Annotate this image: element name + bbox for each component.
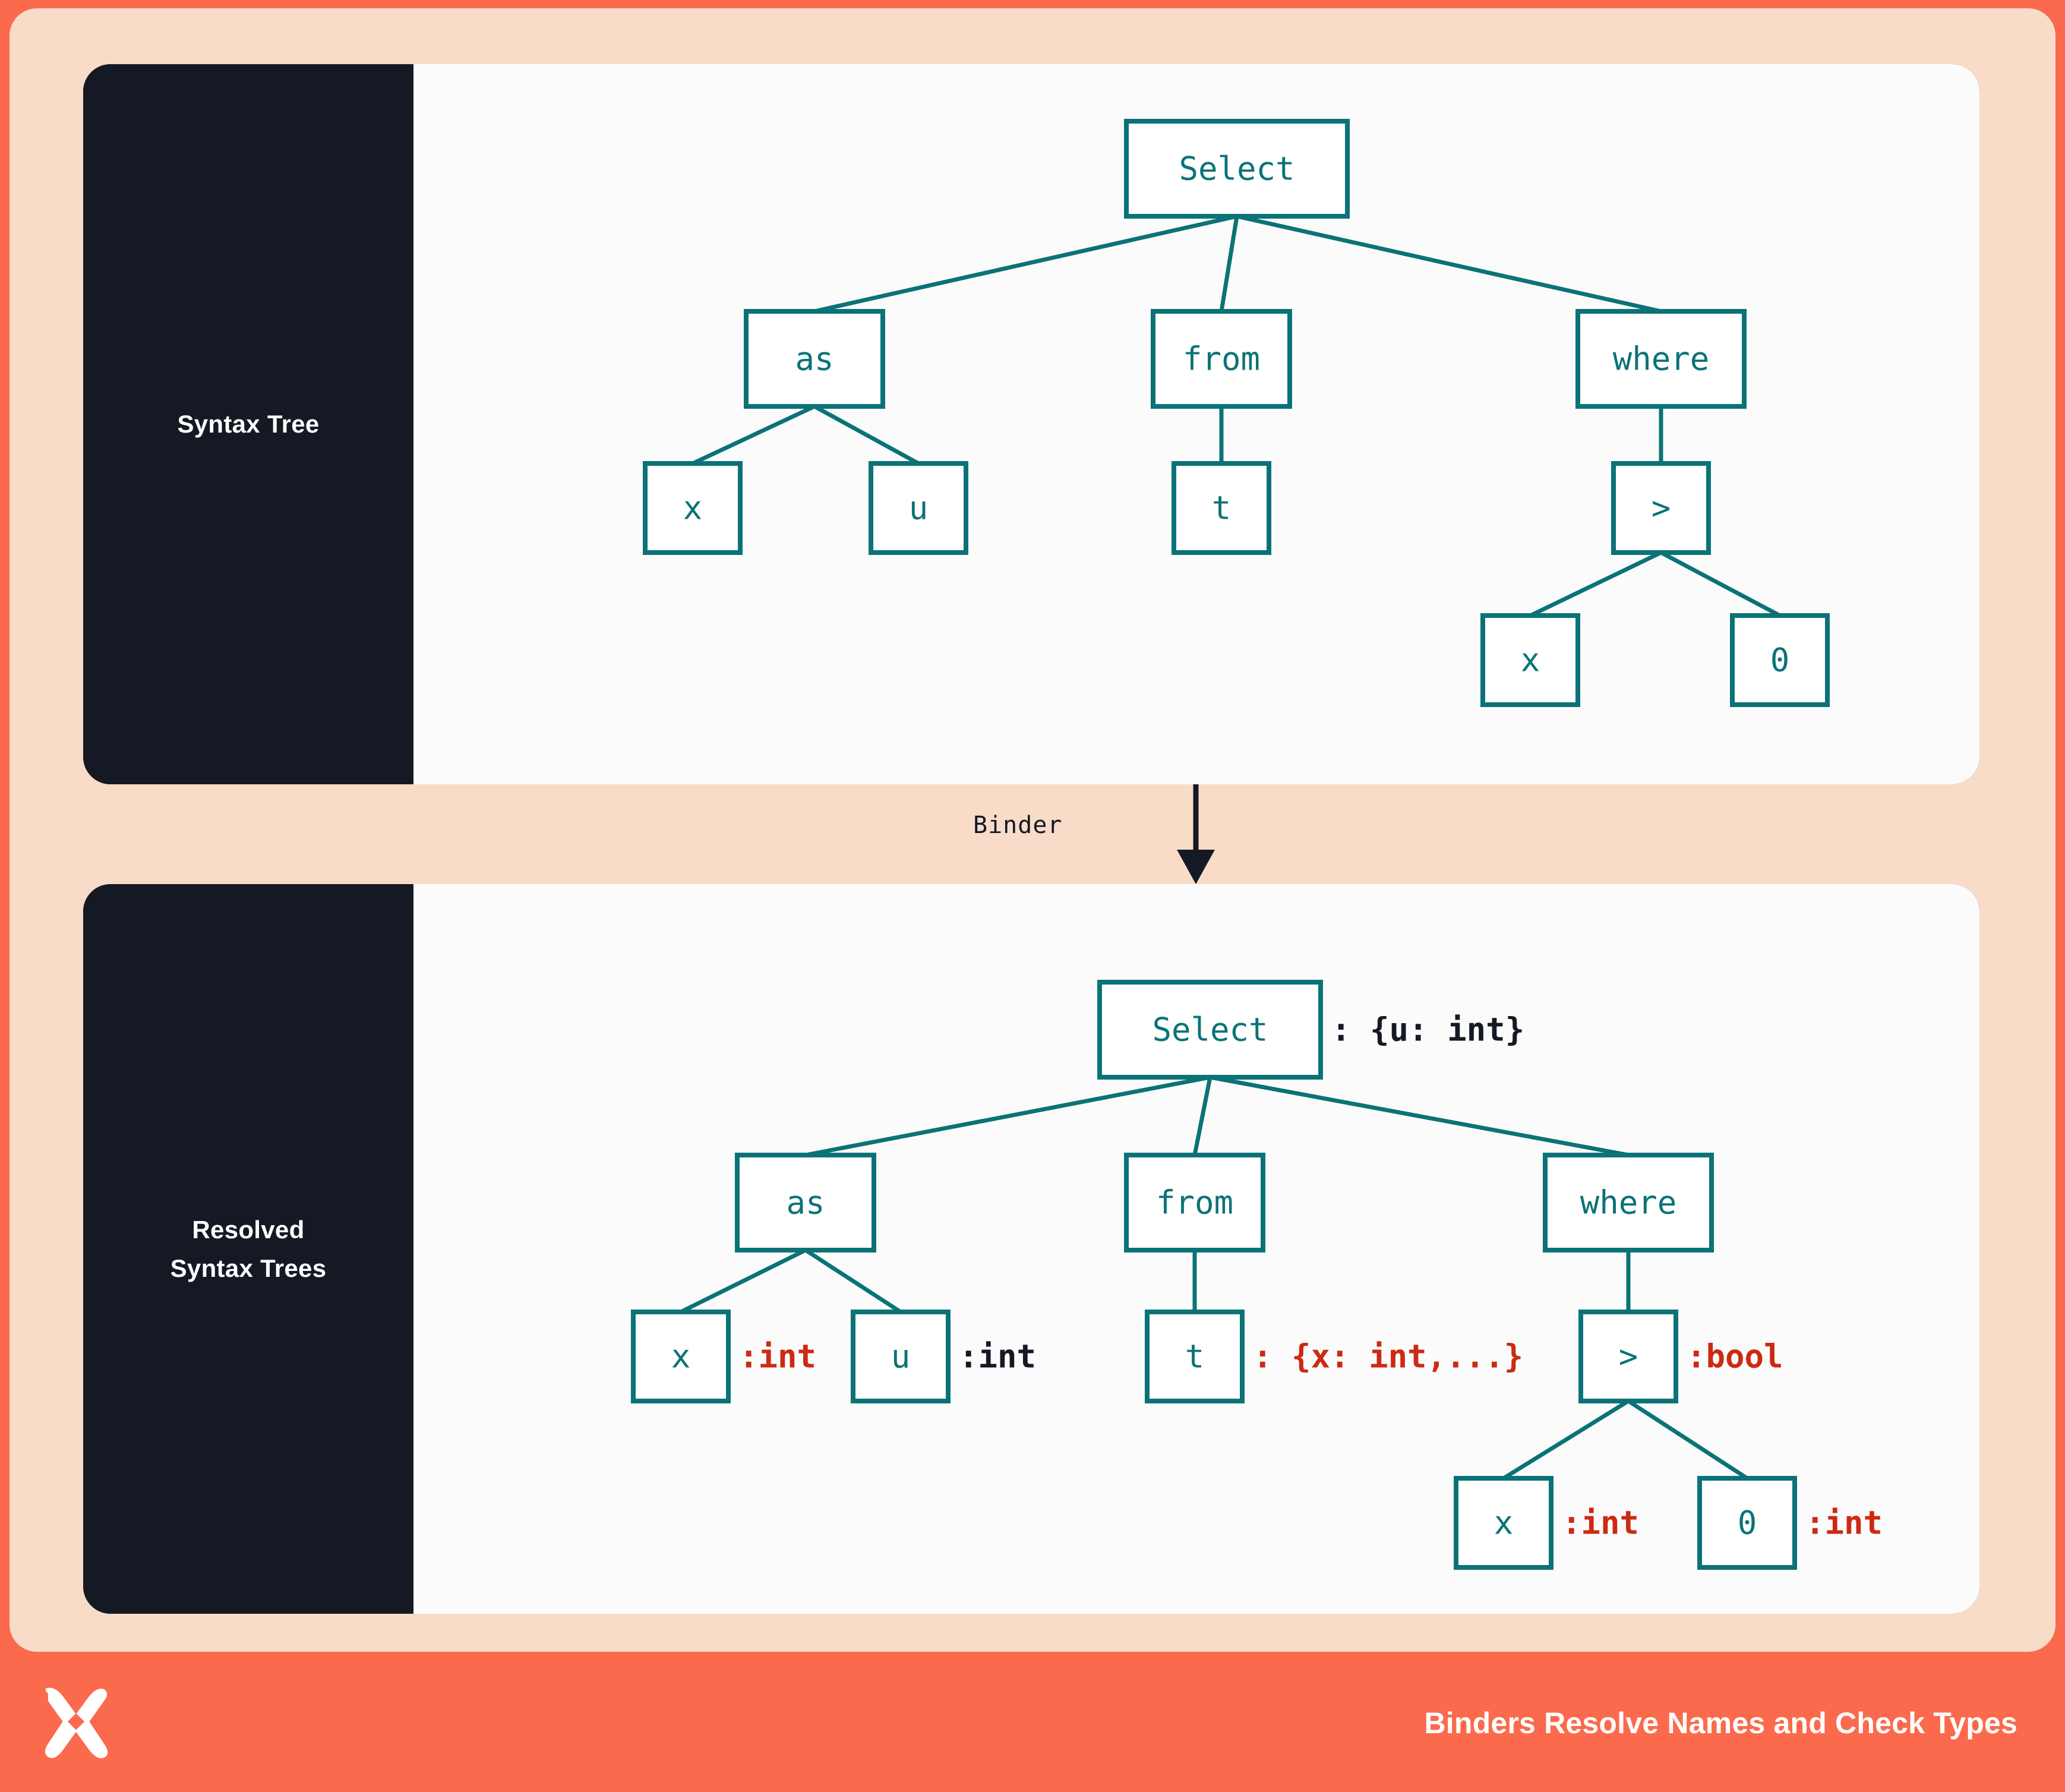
tree-node-box — [643, 461, 743, 555]
tree-node-label: x — [1494, 1504, 1514, 1542]
tree-node-type-annotation: :int — [739, 1338, 816, 1375]
tree-node-box — [1151, 309, 1292, 409]
tree-node-type-annotation: : {u: int} — [1331, 1011, 1524, 1049]
tree-edge — [813, 404, 920, 466]
tree-node-box — [1578, 1310, 1678, 1403]
panel-bottom-label-line1: Resolved — [192, 1215, 305, 1244]
binder-label: Binder — [973, 812, 1063, 839]
resolved-syntax-tree-graphic: Select : {u: int} as from where x :int u :int t : … — [631, 980, 1883, 1570]
binder-arrow-icon — [1177, 784, 1215, 884]
tree-node-box — [1454, 1476, 1554, 1570]
tree-node[interactable]: u :int — [851, 1310, 1036, 1403]
panel-resolved-syntax-trees: Resolved Syntax Trees Select : {u: int} as… — [83, 884, 1979, 1614]
tree-node-label: as — [795, 340, 833, 378]
tree-node[interactable]: from — [1124, 1153, 1265, 1252]
tree-node-box — [1172, 461, 1271, 555]
tree-edge — [1192, 1077, 1213, 1156]
tree-node[interactable]: > :bool — [1578, 1310, 1783, 1403]
tree-edge — [1502, 1399, 1630, 1480]
tree-edge — [692, 404, 816, 466]
tree-node-label: u — [909, 490, 929, 527]
tree-node-box — [744, 309, 885, 409]
tree-node-box — [631, 1310, 731, 1403]
panel-bottom-label: Resolved Syntax Trees — [170, 1210, 327, 1288]
tree-node-box — [851, 1310, 951, 1403]
tree-node-type-annotation: :int — [1805, 1504, 1883, 1542]
tree-node[interactable]: Select : {u: int} — [1097, 980, 1524, 1080]
tree-edge — [1210, 1075, 1629, 1157]
tree-node-box — [869, 461, 968, 555]
tree-node[interactable]: > — [1611, 461, 1711, 555]
tree-edge — [1219, 216, 1239, 312]
tree-node-label: > — [1619, 1338, 1638, 1375]
panel-top-label: Syntax Tree — [177, 410, 320, 438]
tree-node[interactable]: 0 — [1730, 613, 1830, 707]
tree-node-label: where — [1580, 1184, 1677, 1222]
tree-node-type-annotation: : {x: int,...} — [1253, 1338, 1523, 1375]
tree-node[interactable]: where — [1575, 309, 1747, 409]
tree-node[interactable]: where — [1543, 1153, 1714, 1252]
tree-node-box — [1480, 613, 1580, 707]
tree-edge — [814, 214, 1237, 314]
tree-node-label: 0 — [1738, 1504, 1757, 1542]
tree-edge — [1529, 550, 1662, 618]
tree-node-label: from — [1183, 340, 1260, 378]
tree-node-label: u — [891, 1338, 911, 1375]
tree-node-label: x — [683, 490, 703, 527]
tree-node-box — [1145, 1310, 1245, 1403]
tree-node-label: from — [1156, 1184, 1233, 1222]
tree-node-label: > — [1652, 490, 1671, 527]
tree-node[interactable]: t — [1172, 461, 1271, 555]
tree-node[interactable]: from — [1151, 309, 1292, 409]
tree-node-label: 0 — [1770, 642, 1790, 679]
tree-node-label: t — [1212, 490, 1232, 527]
tree-node[interactable]: t : {x: int,...} — [1145, 1310, 1523, 1403]
tree-edge — [1627, 1399, 1748, 1480]
tree-node[interactable]: u — [869, 461, 968, 555]
tree-node-box — [1124, 1153, 1265, 1252]
panel-top-stage: Select as from where x u t > x 0 — [413, 64, 1979, 784]
panel-bottom-stage: Select : {u: int} as from where x :int u :int t : … — [413, 884, 1979, 1614]
tree-node[interactable]: x :int — [1454, 1476, 1639, 1570]
panel-syntax-tree: Syntax Tree Select as from where x u t > x 0 — [83, 64, 1979, 784]
tree-node-label: as — [786, 1184, 825, 1222]
tree-node-box — [1575, 309, 1747, 409]
tree-edge — [805, 1075, 1211, 1157]
tree-node-label: x — [671, 1338, 691, 1375]
panel-bottom-label-line2: Syntax Trees — [170, 1254, 327, 1282]
tree-node-type-annotation: :bool — [1687, 1338, 1783, 1375]
panel-bottom-sidebar: Resolved Syntax Trees — [83, 884, 413, 1614]
tree-node-type-annotation: :int — [959, 1338, 1036, 1375]
footer-caption: Binders Resolve Names and Check Types — [1424, 1706, 2017, 1740]
tree-node-box — [1097, 980, 1323, 1080]
tree-node-label: Select — [1152, 1011, 1268, 1049]
tree-node-label: where — [1613, 340, 1710, 378]
tree-node[interactable]: x :int — [631, 1310, 816, 1403]
tree-node-box — [1697, 1476, 1797, 1570]
tree-node-box — [1730, 613, 1830, 707]
footer-bar: Binders Resolve Names and Check Types — [0, 1652, 2065, 1792]
tree-node[interactable]: 0 :int — [1697, 1476, 1883, 1570]
panel-top-sidebar: Syntax Tree — [83, 64, 413, 784]
tree-node-box — [1543, 1153, 1714, 1252]
tree-node-label: t — [1185, 1338, 1205, 1375]
tree-node[interactable]: x — [643, 461, 743, 555]
tree-node-box — [735, 1153, 876, 1252]
tree-edge — [1236, 214, 1662, 314]
syntax-tree-graphic: Select as from where x u t > x 0 — [643, 119, 1830, 707]
tree-node-label: Select — [1179, 150, 1294, 188]
tree-node[interactable]: x — [1480, 613, 1580, 707]
tree-node-box — [1611, 461, 1711, 555]
tree-node-label: x — [1521, 642, 1540, 679]
brand-x-logo-icon — [45, 1687, 108, 1759]
tree-node[interactable]: as — [735, 1153, 876, 1252]
tree-node-type-annotation: :int — [1562, 1504, 1639, 1542]
tree-edge — [680, 1248, 807, 1314]
tree-node-box — [1124, 119, 1350, 219]
tree-node[interactable]: as — [744, 309, 885, 409]
tree-edge — [1660, 550, 1781, 618]
tree-edge — [804, 1248, 902, 1314]
tree-node[interactable]: Select — [1124, 119, 1350, 219]
binder-connector — [83, 784, 1979, 884]
